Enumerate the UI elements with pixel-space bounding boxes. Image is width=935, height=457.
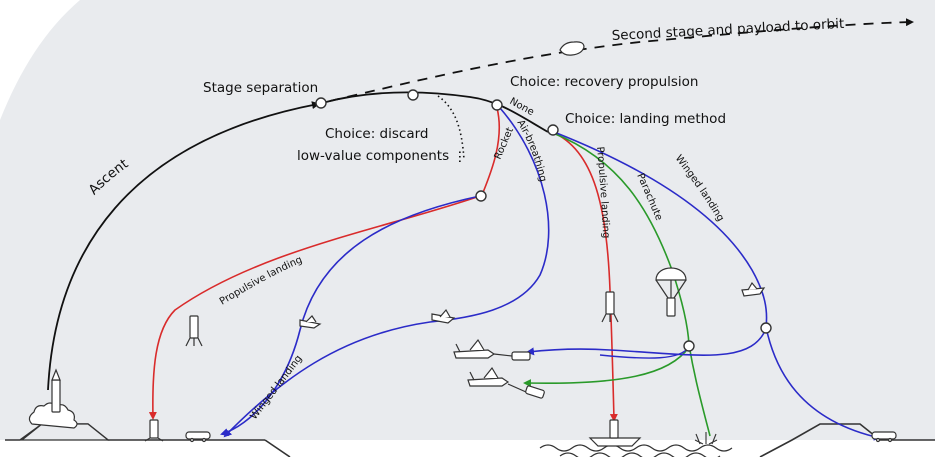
rocket-booster-right-icon xyxy=(601,291,619,323)
junction-nodes xyxy=(315,89,772,352)
landing-method-label: Choice: landing method xyxy=(565,111,726,127)
recovery-propulsion-label: Choice: recovery propulsion xyxy=(510,74,699,90)
parachute-capture-path xyxy=(523,346,690,388)
air-breathing-path xyxy=(223,107,550,438)
booster-trajectory xyxy=(321,91,549,133)
aircraft-capture-icon xyxy=(453,338,531,361)
background-area xyxy=(0,0,935,440)
landed-booster-icon xyxy=(144,419,164,442)
launch-pad-icon xyxy=(20,368,110,441)
ocean-ship-icon xyxy=(588,419,642,447)
winged-booster-icon-3 xyxy=(741,281,766,297)
rocket-booster-icon xyxy=(185,315,203,347)
runway-hangar-icon xyxy=(871,431,897,443)
orbit-path xyxy=(329,18,914,102)
discard-label-line1: Choice: discard xyxy=(325,126,429,142)
winged-booster-icon xyxy=(299,315,322,329)
parachute-icon xyxy=(655,267,687,317)
runway-vehicle-left-icon xyxy=(185,431,211,443)
discard-arc xyxy=(437,95,465,161)
rocket-winged-path xyxy=(220,195,481,436)
landing-method-node xyxy=(547,124,559,136)
ocean-waves xyxy=(539,444,733,457)
parachute-path xyxy=(552,132,711,437)
stage-separation-node xyxy=(315,97,327,109)
winged-landing-right-path xyxy=(553,131,882,441)
air-capture-path-1 xyxy=(526,328,767,356)
winged-booster-icon-2 xyxy=(431,308,456,324)
winged-junction-node xyxy=(760,322,772,334)
payload-capsule-icon xyxy=(559,41,585,56)
stage-separation-label: Stage separation xyxy=(203,80,318,96)
ascent-path xyxy=(47,101,320,391)
ocean-splash-icon xyxy=(694,432,718,445)
rocket-junction-node xyxy=(475,190,487,202)
discard-label-line2: low-value components xyxy=(297,148,449,164)
recovery-propulsion-node xyxy=(491,99,503,111)
parachute-junction-node xyxy=(683,340,695,352)
aircraft-capture-icon-2 xyxy=(467,366,545,399)
discard-ellipsis: … xyxy=(455,150,471,164)
discard-node xyxy=(407,89,419,101)
rocket-return-path xyxy=(481,107,501,196)
